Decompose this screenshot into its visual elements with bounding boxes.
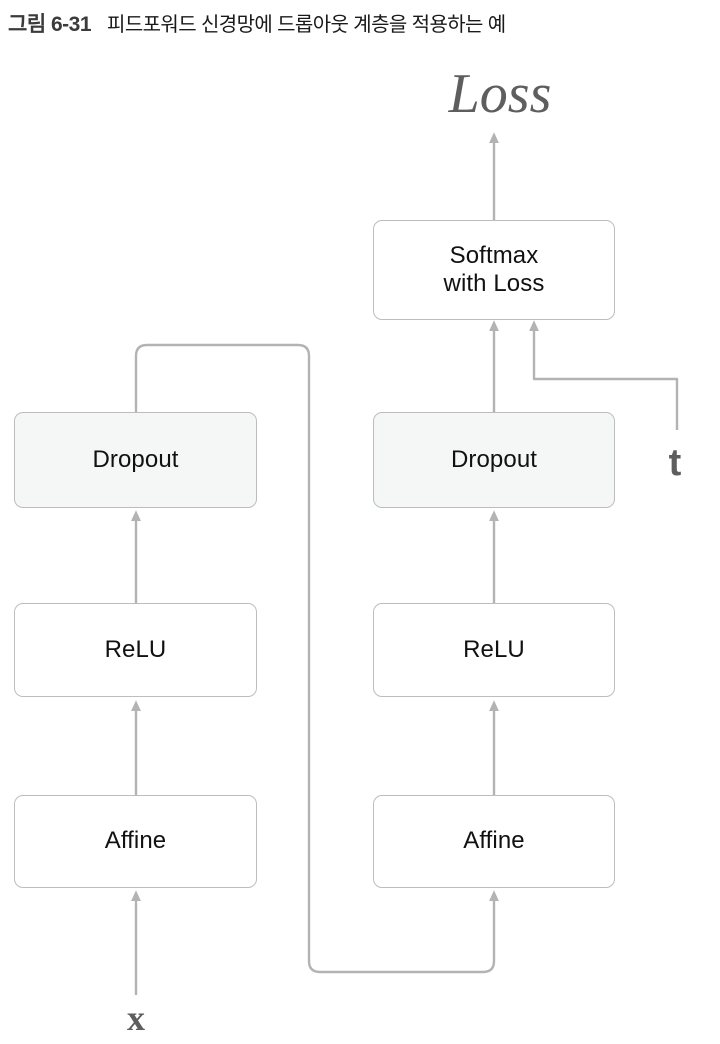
node-right-affine-label: Affine [463,827,525,855]
target-t-label: t [668,442,682,484]
input-x-label: x [127,998,145,1038]
figure-caption-number: 그림 6-31 [8,13,92,36]
node-right-dropout[interactable]: Dropout [373,412,615,508]
node-right-dropout-label: Dropout [450,445,538,473]
node-left-dropout-label: Dropout [92,445,179,473]
node-left-affine[interactable]: Affine [14,795,257,888]
edge-left-dropout-to-right-affine [134,343,499,974]
node-left-relu-label: ReLU [104,635,167,663]
node-left-relu[interactable]: ReLU [14,603,257,697]
node-left-affine-label: Affine [104,827,167,855]
node-softmax-line1: Softmax [449,241,539,269]
node-right-relu-label: ReLU [463,635,525,663]
edge-t-to-softmax [529,320,679,430]
node-softmax-with-loss-text: Softmax with Loss [444,242,545,299]
node-softmax-with-loss[interactable]: Softmax with Loss [373,220,615,320]
node-right-affine[interactable]: Affine [373,795,615,888]
loss-output-label: Loss [448,63,552,125]
node-softmax-line2: with Loss [443,270,545,297]
node-right-relu[interactable]: ReLU [373,603,615,697]
figure-caption: 그림 6-31 피드포워드 신경망에 드롭아웃 계층을 적용하는 예 [8,8,714,38]
figure-caption-text: 피드포워드 신경망에 드롭아웃 계층을 적용하는 예 [107,14,506,36]
node-left-dropout[interactable]: Dropout [14,412,257,508]
